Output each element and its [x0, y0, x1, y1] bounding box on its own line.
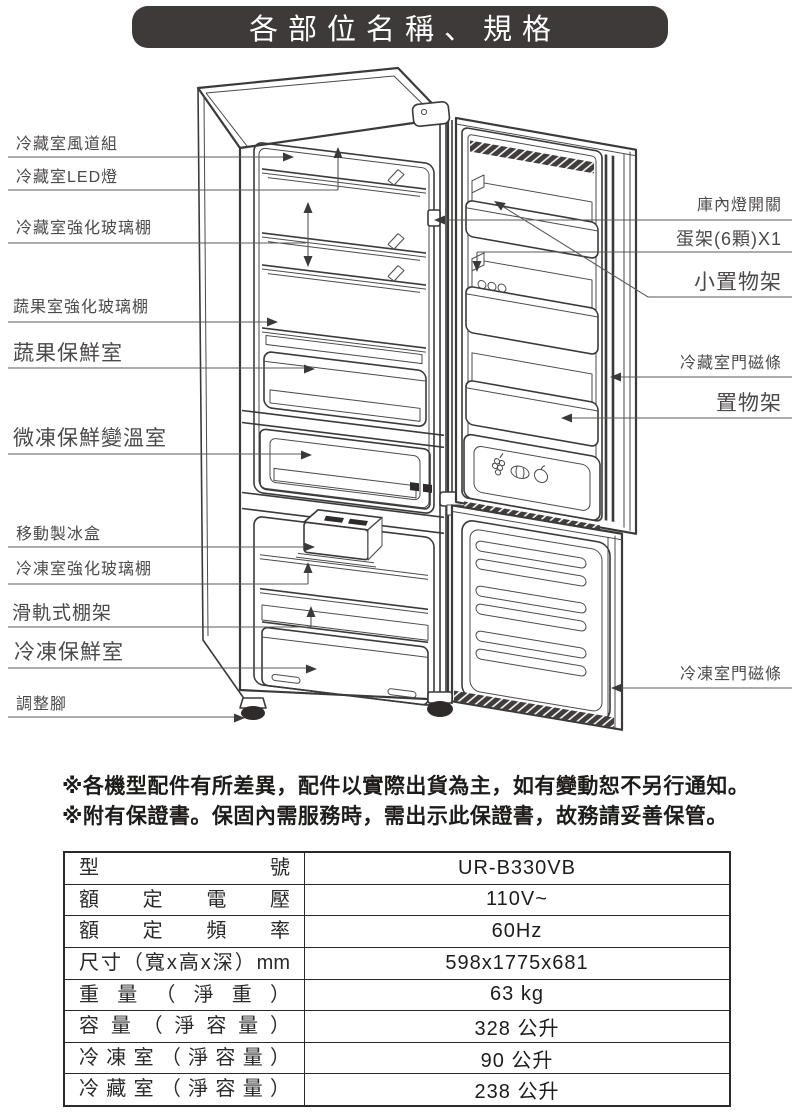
label-light-switch: 庫內燈開關 — [696, 197, 782, 214]
row-value: 60Hz — [491, 920, 543, 943]
row-label: 冷藏室（淨容量） — [65, 1074, 305, 1105]
row-value: 63 kg — [490, 983, 544, 1006]
center-pillar — [411, 100, 467, 704]
row-value: UR-B330VB — [458, 856, 576, 879]
row-label: 尺寸（寬x高x深）mm — [65, 947, 305, 979]
note-warranty: ※附有保證書。保固內需服務時，需出示此保證書，故務請妥善保管。 — [62, 805, 728, 828]
table-row-capacity-total: 容量（淨容量） 328 公升 — [65, 1010, 729, 1042]
interior-light-switch — [427, 209, 441, 227]
label-fridge-glass-shelf: 冷藏室強化玻璃棚 — [16, 220, 153, 237]
label-small-door-bin: 小置物架 — [694, 271, 782, 294]
row-label: 額定電壓 — [65, 884, 305, 916]
fridge-illustration — [8, 66, 792, 731]
table-row-model: 型號 UR-B330VB — [65, 853, 729, 884]
top-hinge — [411, 100, 451, 128]
row-value: 328 公升 — [474, 1017, 560, 1040]
label-fridge-door-gasket: 冷藏室門磁條 — [679, 355, 782, 372]
row-value: 238 公升 — [474, 1081, 560, 1104]
label-led-light: 冷藏室LED燈 — [16, 169, 119, 186]
cabinet-body — [196, 66, 450, 702]
label-veg-room: 蔬果保鮮室 — [13, 342, 123, 365]
label-air-duct: 冷藏室風道組 — [16, 136, 119, 153]
cabinet-interior — [242, 142, 444, 706]
adjustable-feet — [239, 691, 453, 720]
table-row-voltage: 額定電壓 110V~ — [65, 883, 729, 916]
row-label: 容量（淨容量） — [65, 1011, 305, 1042]
fridge-glass-shelves — [262, 168, 426, 293]
lower-door-bin — [465, 352, 599, 447]
door-bottom-panel — [463, 433, 601, 521]
veg-room-glass-shelf — [262, 327, 426, 365]
label-freezer-room: 冷凍保鮮室 — [14, 641, 124, 664]
label-freezer-door-gasket: 冷凍室門磁條 — [679, 666, 782, 683]
freezer-door-ribs — [475, 540, 587, 677]
table-row-capacity-freezer: 冷凍室（淨容量） 90 公升 — [65, 1041, 729, 1074]
freezer-interior — [253, 509, 435, 706]
note-accessories: ※各機型配件有所差異，配件以實際出貨為主，如有變動恕不另行通知。 — [62, 775, 750, 798]
row-value: 90 公升 — [480, 1049, 554, 1072]
ice-box — [296, 509, 383, 568]
fruit-icons — [491, 452, 548, 484]
label-freezer-glass-shelf: 冷凍室強化玻璃棚 — [16, 561, 153, 578]
table-row-weight: 重量（淨重） 63 kg — [65, 978, 729, 1011]
label-sliding-rack: 滑軌式棚架 — [12, 603, 113, 624]
sliding-rack — [261, 604, 429, 644]
leader-lines — [8, 147, 792, 723]
page-title-banner: 各部位名稱、規格 — [132, 6, 668, 48]
label-ice-box: 移動製冰盒 — [16, 526, 102, 543]
label-door-bin: 置物架 — [716, 392, 782, 415]
row-label: 冷凍室（淨容量） — [65, 1042, 305, 1074]
spec-table: 型號 UR-B330VB 額定電壓 110V~ 額定頻率 60Hz 尺寸（寬x高… — [63, 851, 731, 1107]
door-top-gasket — [470, 140, 594, 174]
row-value: 110V~ — [486, 888, 548, 911]
small-door-bin — [465, 174, 599, 259]
label-adjustable-feet: 調整腳 — [16, 696, 68, 713]
row-label: 重量（淨重） — [65, 979, 305, 1011]
table-row-capacity-fridge: 冷藏室（淨容量） 238 公升 — [65, 1073, 729, 1105]
page-title: 各部位名稱、規格 — [248, 14, 561, 46]
label-chiller-room: 微凍保鮮變溫室 — [13, 427, 167, 450]
veg-drawer — [263, 351, 427, 427]
row-label: 額定頻率 — [65, 916, 305, 947]
freezer-door-gasket — [454, 690, 614, 728]
table-row-dimensions: 尺寸（寬x高x深）mm 598x1775x681 — [65, 946, 729, 979]
label-egg-rack: 蛋架(6顆)X1 — [675, 229, 782, 249]
row-value: 598x1775x681 — [445, 951, 589, 974]
chiller-drawer — [259, 428, 432, 510]
label-veg-room-glass-shelf: 蔬果室強化玻璃棚 — [13, 299, 150, 316]
fridge-door — [454, 116, 638, 535]
freezer-door — [450, 504, 624, 731]
egg-rack-bin — [465, 252, 599, 355]
freezer-drawer — [261, 626, 429, 706]
table-row-frequency: 額定頻率 60Hz — [65, 915, 729, 947]
row-label: 型號 — [65, 853, 305, 884]
